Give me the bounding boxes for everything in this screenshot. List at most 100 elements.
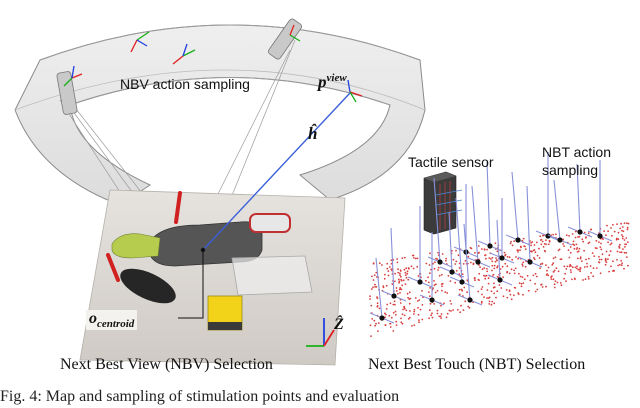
cloud-point bbox=[610, 242, 613, 245]
cloud-point bbox=[411, 325, 413, 327]
touch-approach-line bbox=[486, 161, 491, 247]
cloud-point bbox=[429, 287, 431, 289]
cloud-point bbox=[612, 223, 614, 226]
cloud-point bbox=[448, 309, 451, 312]
cloud-point bbox=[575, 243, 578, 246]
cloud-point bbox=[536, 275, 538, 278]
cloud-point bbox=[496, 265, 499, 268]
cloud-point bbox=[433, 280, 435, 282]
cloud-point bbox=[434, 291, 437, 294]
cloud-point bbox=[620, 260, 623, 262]
cloud-point bbox=[577, 257, 579, 260]
cloud-point bbox=[599, 272, 602, 275]
cloud-point bbox=[517, 257, 519, 260]
cloud-point bbox=[579, 256, 582, 259]
cloud-point bbox=[620, 234, 623, 236]
cloud-point bbox=[621, 262, 623, 265]
cloud-point bbox=[607, 258, 609, 260]
cloud-point bbox=[399, 288, 401, 291]
cloud-point bbox=[437, 266, 440, 269]
cloud-point bbox=[389, 326, 392, 328]
cloud-point bbox=[622, 230, 625, 233]
cloud-point bbox=[452, 258, 455, 261]
cloud-point bbox=[486, 289, 489, 291]
cloud-point bbox=[565, 234, 568, 237]
cloud-point bbox=[618, 263, 621, 266]
cloud-point bbox=[613, 230, 616, 233]
cloud-point bbox=[569, 251, 572, 254]
cloud-point bbox=[576, 265, 578, 268]
cloud-point bbox=[435, 257, 437, 260]
cloud-point bbox=[404, 274, 407, 276]
cloud-point bbox=[446, 292, 449, 294]
cloud-point bbox=[587, 275, 590, 278]
cloud-point bbox=[441, 253, 444, 255]
cloud-point bbox=[455, 249, 457, 252]
cloud-point bbox=[533, 244, 536, 246]
cloud-point bbox=[407, 278, 410, 281]
cloud-point bbox=[469, 246, 472, 249]
cloud-point bbox=[394, 314, 397, 316]
cloud-point bbox=[513, 269, 515, 272]
cloud-point bbox=[428, 295, 431, 298]
cloud-point bbox=[436, 290, 439, 292]
cloud-point bbox=[510, 298, 513, 301]
cloud-point bbox=[545, 285, 547, 288]
cloud-point bbox=[440, 283, 443, 285]
cloud-point bbox=[611, 234, 613, 237]
cloud-point bbox=[395, 290, 398, 292]
cloud-point bbox=[399, 302, 402, 304]
cloud-point bbox=[385, 308, 388, 310]
cloud-point bbox=[373, 274, 376, 276]
cloud-point bbox=[400, 317, 402, 320]
cloud-point bbox=[578, 247, 581, 250]
cloud-point bbox=[608, 270, 610, 273]
cloud-point bbox=[524, 248, 527, 251]
cloud-point bbox=[449, 280, 452, 282]
nbt-sampling-label-line1: NBT action bbox=[542, 144, 611, 160]
cloud-point bbox=[407, 318, 410, 320]
cloud-point bbox=[433, 267, 436, 270]
cloud-point bbox=[481, 293, 483, 296]
cloud-point bbox=[445, 259, 447, 262]
cloud-point bbox=[604, 259, 607, 261]
cloud-point bbox=[620, 222, 622, 225]
cloud-point bbox=[417, 275, 420, 277]
cloud-point bbox=[566, 265, 569, 268]
cloud-point bbox=[480, 288, 483, 290]
cloud-point bbox=[408, 291, 411, 294]
cloud-point bbox=[558, 248, 561, 251]
cloud-point bbox=[391, 283, 394, 285]
cloud-point bbox=[623, 222, 626, 225]
cloud-point bbox=[487, 277, 490, 280]
cloud-point bbox=[458, 267, 461, 269]
cloud-point bbox=[396, 258, 399, 260]
cloud-point bbox=[488, 296, 491, 299]
cloud-point bbox=[504, 253, 507, 256]
cloud-point bbox=[464, 300, 467, 303]
cloud-point bbox=[579, 270, 581, 273]
cloud-point bbox=[501, 265, 504, 268]
cloud-point bbox=[530, 244, 532, 247]
cloud-point bbox=[407, 296, 409, 299]
touch-contact-point bbox=[379, 315, 385, 321]
cloud-point bbox=[552, 262, 555, 265]
cloud-point bbox=[483, 296, 485, 298]
cloud-point bbox=[493, 267, 496, 270]
cloud-point bbox=[431, 316, 434, 319]
cloud-point bbox=[495, 257, 497, 259]
cloud-point bbox=[538, 257, 541, 259]
cloud-point bbox=[513, 240, 516, 243]
cloud-point bbox=[573, 244, 576, 247]
touch-contact-point bbox=[577, 229, 583, 235]
cloud-point bbox=[383, 277, 386, 280]
cloud-point bbox=[533, 258, 536, 261]
cloud-point bbox=[413, 313, 415, 315]
cloud-point bbox=[521, 265, 524, 267]
cloud-point bbox=[437, 269, 439, 271]
cloud-point bbox=[540, 284, 542, 286]
cloud-point bbox=[369, 298, 371, 300]
cloud-point bbox=[555, 267, 558, 270]
cloud-point bbox=[550, 278, 553, 280]
